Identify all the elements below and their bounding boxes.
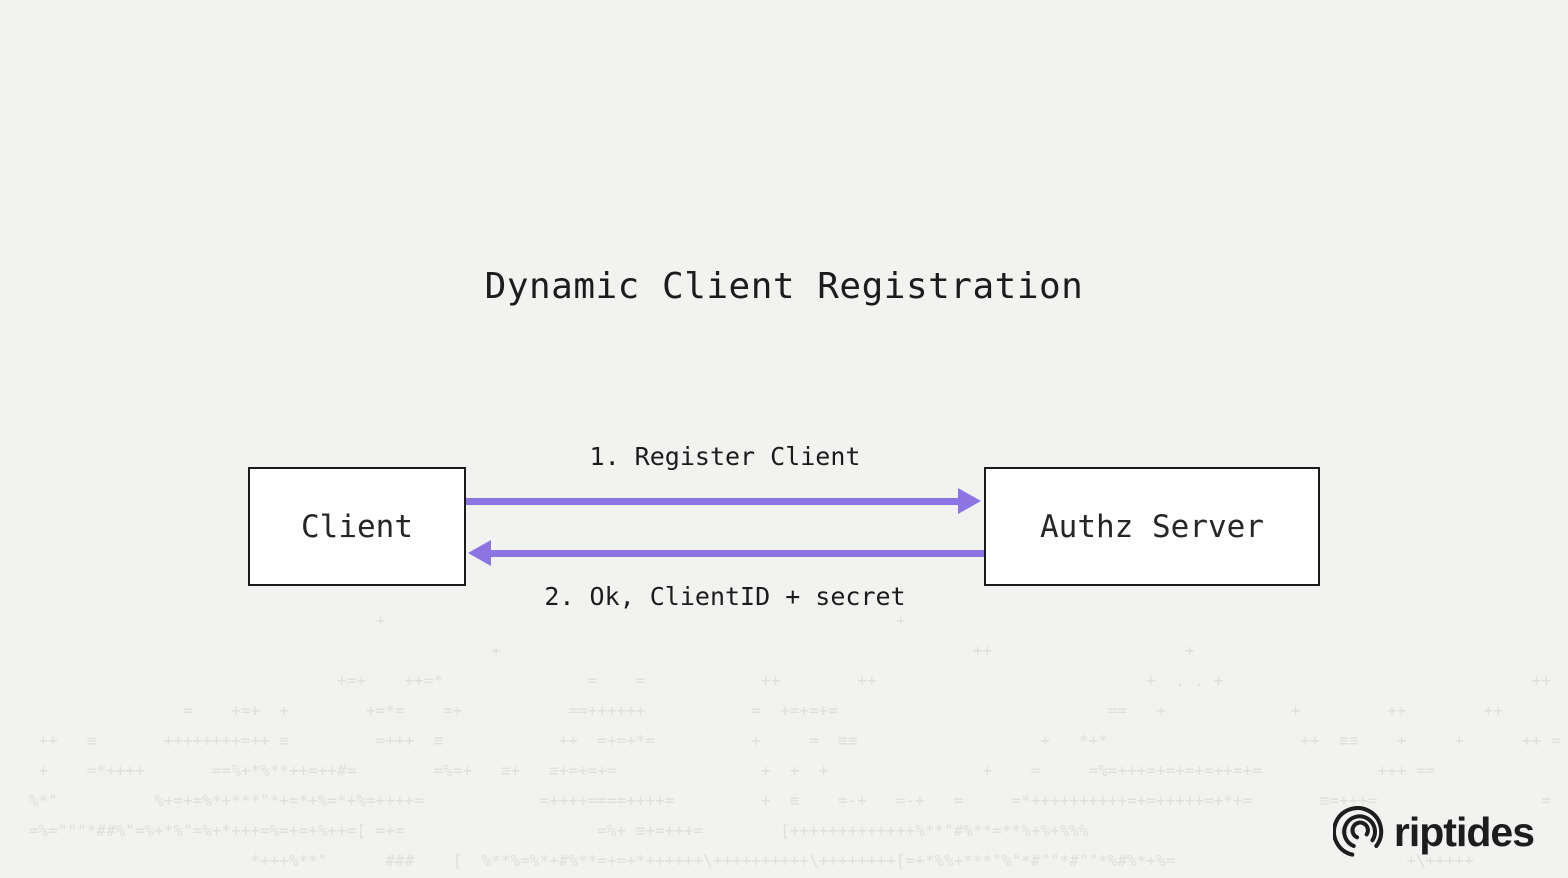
client-box: Client xyxy=(248,467,466,586)
client-box-label: Client xyxy=(301,508,413,545)
authz-server-box-label: Authz Server xyxy=(1040,508,1264,545)
page-title: Dynamic Client Registration xyxy=(484,266,1084,307)
ok-clientid-arrow-label: 2. Ok, ClientID + secret xyxy=(544,582,906,611)
ascii-row: ++ ≡ ++++++++=++ ≡ =+++ ≡ ++ =+=+*= + = … xyxy=(0,731,1561,750)
riptides-logo-text: riptides xyxy=(1393,809,1535,855)
ok-clientid-arrow-line xyxy=(491,550,984,557)
riptides-logo: riptides xyxy=(1332,806,1535,858)
ascii-row: + ++ + xyxy=(0,641,1195,660)
register-client-arrow-label: 1. Register Client xyxy=(589,442,861,471)
riptides-swirl-icon xyxy=(1332,806,1384,857)
ascii-row: +=+ ++=* = = ++ ++ + . . + ++ xyxy=(0,671,1551,690)
register-client-arrow-line xyxy=(466,498,959,505)
authz-server-box: Authz Server xyxy=(984,467,1320,586)
arrow-head-right-icon xyxy=(958,488,981,514)
arrow-head-left-icon xyxy=(468,540,491,566)
ascii-row: + =*++++ ==%+*%**++=++#= =%=+ ≡+ ≡+=+=+=… xyxy=(0,761,1436,780)
ascii-row: = +=+ + +=*= =+ ==++++++ = +=+=+= == + +… xyxy=(0,701,1503,720)
